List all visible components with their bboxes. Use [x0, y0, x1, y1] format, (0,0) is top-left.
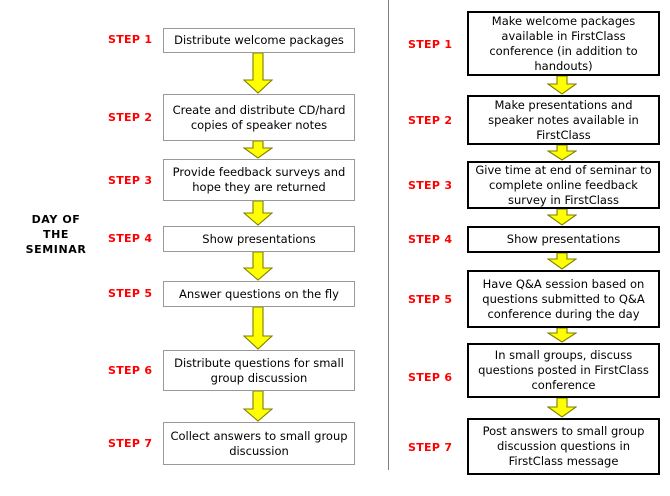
right-flow-box-6: In small groups, discuss questions poste…: [467, 343, 660, 398]
right-flow-box-3-text: Give time at end of seminar to complete …: [475, 162, 652, 207]
right-flow-box-5: Have Q&A session based on questions subm…: [467, 270, 660, 328]
left-arrow-2-to-3: [242, 140, 274, 159]
right-arrow-2-to-3: [546, 144, 578, 161]
left-step-label-4: STEP 4: [108, 232, 153, 245]
section-label-line-1: DAY OF: [31, 213, 81, 226]
section-label-line-2: THE: [42, 228, 70, 241]
left-step-label-7: STEP 7: [108, 437, 153, 450]
section-label-day-of-the-seminar: DAY OF THE SEMINAR: [8, 212, 104, 257]
down-arrow-icon: [546, 144, 578, 161]
right-flow-box-1: Make welcome packages available in First…: [467, 11, 660, 76]
down-arrow-icon: [242, 52, 274, 94]
right-arrow-4-to-5: [546, 252, 578, 270]
left-flow-box-4: Show presentations: [163, 226, 355, 252]
left-flow-box-3-text: Provide feedback surveys and hope they a…: [172, 165, 346, 194]
left-arrow-6-to-7: [242, 390, 274, 422]
right-flow-box-2: Make presentations and speaker notes ava…: [467, 95, 660, 145]
right-step-label-1: STEP 1: [408, 38, 453, 51]
left-flow-box-7-text: Collect answers to small group discussio…: [170, 428, 348, 458]
down-arrow-icon: [242, 200, 274, 226]
right-flow-box-7-text: Post answers to small group discussion q…: [482, 424, 645, 468]
down-arrow-icon: [242, 306, 274, 350]
left-flow-box-3: Provide feedback surveys and hope they a…: [163, 159, 355, 201]
right-step-label-7: STEP 7: [408, 441, 453, 454]
right-flow-box-4-text: Show presentations: [506, 232, 621, 246]
left-flow-box-7: Collect answers to small group discussio…: [163, 422, 355, 465]
right-step-label-4: STEP 4: [408, 233, 453, 246]
right-flow-box-1-text: Make welcome packages available in First…: [489, 13, 638, 73]
right-flow-box-3: Give time at end of seminar to complete …: [467, 161, 660, 209]
section-label-line-3: SEMINAR: [25, 243, 87, 256]
left-flow-box-1: Distribute welcome packages: [163, 28, 355, 53]
down-arrow-icon: [242, 251, 274, 281]
right-step-label-3: STEP 3: [408, 179, 453, 192]
left-arrow-4-to-5: [242, 251, 274, 281]
down-arrow-icon: [546, 327, 578, 343]
left-flow-box-6: Distribute questions for small group dis…: [163, 350, 355, 391]
right-flow-box-2-text: Make presentations and speaker notes ava…: [488, 97, 639, 142]
left-step-label-5: STEP 5: [108, 287, 153, 300]
right-flow-box-6-text: In small groups, discuss questions poste…: [478, 348, 649, 392]
left-step-label-2: STEP 2: [108, 111, 153, 124]
left-arrow-5-to-6: [242, 306, 274, 350]
left-arrow-1-to-2: [242, 52, 274, 94]
right-step-label-2: STEP 2: [408, 114, 453, 127]
left-step-label-6: STEP 6: [108, 364, 153, 377]
right-flow-box-5-text: Have Q&A session based on questions subm…: [482, 276, 645, 321]
left-step-label-3: STEP 3: [108, 174, 153, 187]
right-arrow-5-to-6: [546, 327, 578, 343]
right-step-label-6: STEP 6: [408, 371, 453, 384]
down-arrow-icon: [242, 140, 274, 159]
down-arrow-icon: [546, 208, 578, 226]
column-divider: [388, 0, 389, 470]
down-arrow-icon: [242, 390, 274, 422]
right-arrow-3-to-4: [546, 208, 578, 226]
left-flow-box-5: Answer questions on the fly: [163, 281, 355, 307]
down-arrow-icon: [546, 252, 578, 270]
left-flow-box-2-text: Create and distribute CD/hard copies of …: [172, 102, 346, 132]
left-flow-box-6-text: Distribute questions for small group dis…: [174, 355, 344, 385]
left-step-label-1: STEP 1: [108, 33, 153, 46]
left-flow-box-5-text: Answer questions on the fly: [179, 286, 339, 301]
right-arrow-6-to-7: [546, 397, 578, 418]
right-step-label-5: STEP 5: [408, 293, 453, 306]
down-arrow-icon: [546, 397, 578, 418]
left-flow-box-2: Create and distribute CD/hard copies of …: [163, 94, 355, 141]
right-flow-box-4: Show presentations: [467, 226, 660, 253]
down-arrow-icon: [546, 75, 578, 95]
left-arrow-3-to-4: [242, 200, 274, 226]
left-flow-box-1-text: Distribute welcome packages: [174, 33, 344, 47]
left-flow-box-4-text: Show presentations: [202, 231, 316, 246]
right-flow-box-7: Post answers to small group discussion q…: [467, 418, 660, 475]
right-arrow-1-to-2: [546, 75, 578, 95]
